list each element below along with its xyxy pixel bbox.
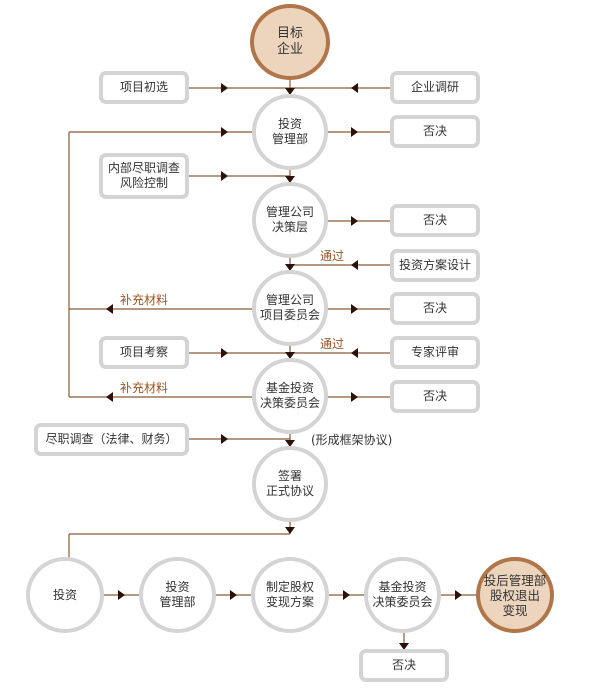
- box-reject-4: 否决: [390, 380, 480, 413]
- label-pass-2: 通过: [320, 337, 345, 351]
- arrow-right-icon: [221, 171, 228, 181]
- node-investment-management-dept-2: 投资 管理部: [139, 557, 216, 633]
- box-project-screening: 项目初选: [99, 71, 189, 104]
- box-expert-review: 专家评审: [390, 336, 480, 369]
- label-supplement-2: 补充材料: [120, 381, 169, 395]
- box-reject-1: 否决: [390, 115, 480, 148]
- node-management-committee: 管理公司 项目委员会: [252, 270, 328, 346]
- arrow-left-icon: [351, 348, 358, 358]
- box-reject-5: 否决: [359, 649, 449, 682]
- arrow-right-icon: [351, 392, 358, 402]
- arrow-down-icon: [285, 88, 295, 95]
- arrow-left-icon: [351, 83, 358, 93]
- arrow-right-icon: [351, 304, 358, 314]
- node-management-decision: 管理公司 决策层: [252, 182, 328, 258]
- arrow-right-icon: [343, 590, 350, 600]
- node-fund-investment-committee-2: 基金投资 决策委员会: [364, 557, 441, 633]
- box-reject-2: 否决: [390, 204, 480, 237]
- arrow-left-icon: [106, 392, 113, 402]
- box-internal-due-diligence: 内部尽职调查 风险控制: [99, 153, 189, 199]
- arrow-down-icon: [285, 176, 295, 183]
- arrow-down-icon: [285, 264, 295, 271]
- arrow-right-icon: [351, 127, 358, 137]
- label-pass-1: 通过: [320, 249, 345, 263]
- arrow-right-icon: [221, 127, 228, 137]
- label-supplement-1: 补充材料: [120, 293, 169, 307]
- node-exit-plan: 制定股权 变现方案: [251, 557, 329, 633]
- arrow-right-icon: [118, 590, 125, 600]
- arrow-down-icon: [399, 643, 409, 650]
- arrow-right-icon: [221, 83, 228, 93]
- arrow-right-icon: [221, 348, 228, 358]
- node-invest: 投资: [26, 557, 104, 633]
- arrow-down-icon: [285, 440, 295, 447]
- label-framework-agreement: (形成框架协议): [311, 433, 393, 447]
- box-investment-plan-design: 投资方案设计: [390, 249, 480, 282]
- node-investment-management-dept: 投资 管理部: [252, 94, 328, 170]
- box-company-research: 企业调研: [390, 71, 480, 104]
- arrow-down-icon: [285, 527, 295, 534]
- arrow-right-icon: [221, 434, 228, 444]
- arrow-left-icon: [351, 260, 358, 270]
- box-project-inspection: 项目考察: [99, 336, 189, 369]
- node-sign-formal-agreement: 签署 正式协议: [252, 446, 328, 522]
- arrow-right-icon: [230, 590, 237, 600]
- node-post-investment-exit: 投后管理部 股权退出 变现: [476, 557, 554, 633]
- arrow-down-icon: [285, 352, 295, 359]
- box-reject-3: 否决: [390, 292, 480, 325]
- node-fund-investment-committee: 基金投资 决策委员会: [252, 358, 328, 434]
- box-due-diligence-legal-finance: 尽职调查（法律、财务）: [34, 423, 189, 456]
- node-target-company: 目标 企业: [250, 4, 330, 80]
- arrow-right-icon: [351, 216, 358, 226]
- arrow-left-icon: [106, 304, 113, 314]
- arrow-right-icon: [455, 590, 462, 600]
